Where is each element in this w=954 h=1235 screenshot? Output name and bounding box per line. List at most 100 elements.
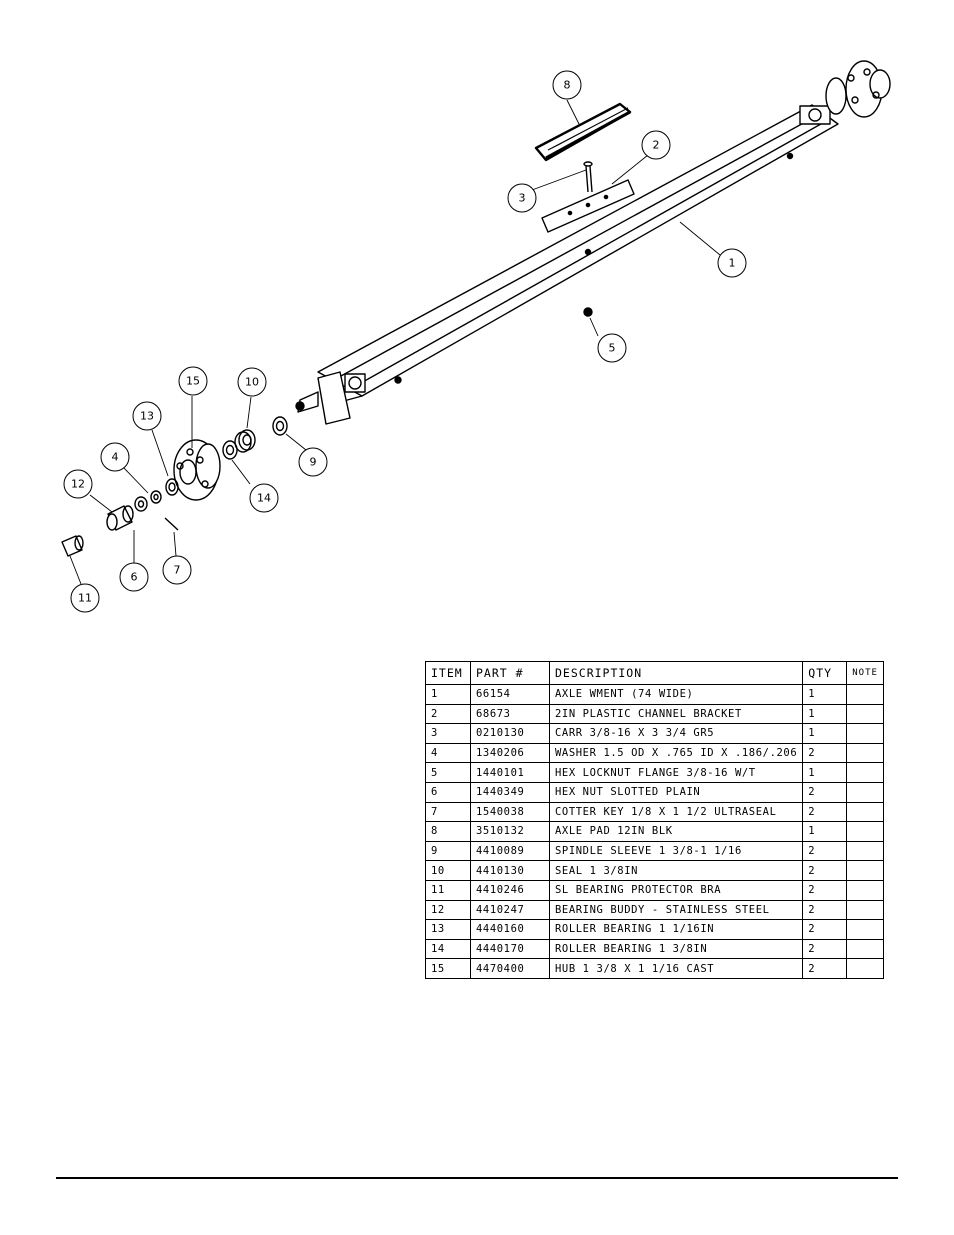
callout-circle-1	[717, 248, 747, 278]
axle-tube	[317, 104, 839, 403]
note-cell	[846, 781, 884, 803]
item-cell: 2	[425, 703, 471, 725]
callout-label-3: 3	[519, 192, 526, 205]
right-hub	[799, 60, 891, 125]
cotter-key	[164, 517, 179, 531]
header-qty: QTY	[802, 661, 848, 685]
note-cell	[846, 762, 884, 783]
callout-label-1: 1	[729, 257, 736, 270]
qty-cell: 2	[802, 879, 848, 901]
item-cell: 11	[425, 879, 471, 901]
callout-circle-6	[119, 562, 149, 592]
qty-cell: 1	[802, 684, 848, 705]
qty-cell: 2	[802, 840, 848, 862]
part-number-cell: 68673	[470, 703, 550, 725]
description-cell: ROLLER BEARING 1 1/16IN	[548, 919, 804, 940]
description-cell: HUB 1 3/8 X 1 1/16 CAST	[548, 958, 804, 979]
slotted-nut	[134, 496, 148, 512]
callout-circle-15	[178, 366, 208, 396]
callout-label-11: 11	[78, 592, 92, 605]
note-cell	[846, 723, 884, 744]
part-number-cell: 4470400	[470, 958, 550, 979]
callout-label-13: 13	[140, 410, 154, 423]
callout-circle-7	[162, 555, 192, 585]
note-cell	[846, 919, 884, 940]
qty-cell: 2	[802, 899, 848, 921]
header-note: NOTE	[846, 661, 884, 685]
item-cell: 4	[425, 742, 471, 764]
callout-label-2: 2	[653, 139, 660, 152]
hub	[173, 439, 221, 501]
description-cell: HEX NUT SLOTTED PLAIN	[548, 781, 804, 803]
item-cell: 15	[425, 958, 471, 979]
note-cell	[846, 840, 884, 862]
callout-label-4: 4	[112, 451, 119, 464]
callout-circle-5	[597, 333, 627, 363]
callout-circle-3	[507, 183, 537, 213]
description-cell: AXLE WMENT (74 WIDE)	[548, 684, 804, 705]
qty-cell: 2	[802, 801, 848, 823]
washer	[150, 490, 162, 504]
item-cell: 7	[425, 801, 471, 823]
item-cell: 12	[425, 899, 471, 921]
note-cell	[846, 703, 884, 725]
description-cell: HEX LOCKNUT FLANGE 3/8-16 W/T	[548, 762, 804, 783]
item-cell: 8	[425, 821, 471, 842]
part-number-cell: 1440349	[470, 781, 550, 803]
roller-bearing-small	[165, 478, 179, 496]
callout-circle-9	[298, 447, 328, 477]
callout-circle-2	[641, 130, 671, 160]
description-cell: SL BEARING PROTECTOR BRA	[548, 879, 804, 901]
seal-ring	[234, 429, 256, 453]
part-number-cell: 4440170	[470, 938, 550, 960]
note-cell	[846, 899, 884, 921]
item-cell: 5	[425, 762, 471, 783]
callout-circle-14	[249, 483, 279, 513]
part-number-cell: 3510132	[470, 821, 550, 842]
part-number-cell: 66154	[470, 684, 550, 705]
description-cell: SPINDLE SLEEVE 1 3/8-1 1/16	[548, 840, 804, 862]
footer-rule	[56, 1177, 898, 1179]
exploded-axle-diagram: 8 2 3 1 5 15 10 13 4 9 14 12 6 7 11	[61, 60, 891, 613]
callout-label-9: 9	[310, 456, 317, 469]
callout-label-12: 12	[71, 478, 85, 491]
description-cell: SEAL 1 3/8IN	[548, 860, 804, 881]
note-cell	[846, 938, 884, 960]
item-cell: 1	[425, 684, 471, 705]
note-cell	[846, 821, 884, 842]
callout-label-6: 6	[131, 571, 138, 584]
table-header-row: ITEM PART # DESCRIPTION QTY NOTE	[425, 661, 884, 685]
part-number-cell: 1340206	[470, 742, 550, 764]
note-cell	[846, 742, 884, 764]
qty-cell: 2	[802, 781, 848, 803]
callout-circle-8	[552, 70, 582, 100]
qty-cell: 2	[802, 958, 848, 979]
item-cell: 14	[425, 938, 471, 960]
left-spindle	[295, 371, 366, 425]
description-cell: ROLLER BEARING 1 3/8IN	[548, 938, 804, 960]
callout-circle-10	[237, 367, 267, 397]
note-cell	[846, 958, 884, 979]
qty-cell: 2	[802, 742, 848, 764]
channel-bracket	[541, 179, 635, 233]
qty-cell: 2	[802, 938, 848, 960]
part-number-cell: 1440101	[470, 762, 550, 783]
carriage-bolt	[583, 161, 593, 193]
callout-circle-12	[63, 469, 93, 499]
callout-label-8: 8	[564, 79, 571, 92]
callout-label-15: 15	[186, 375, 200, 388]
part-number-cell: 0210130	[470, 723, 550, 744]
hex-locknut	[583, 307, 593, 317]
